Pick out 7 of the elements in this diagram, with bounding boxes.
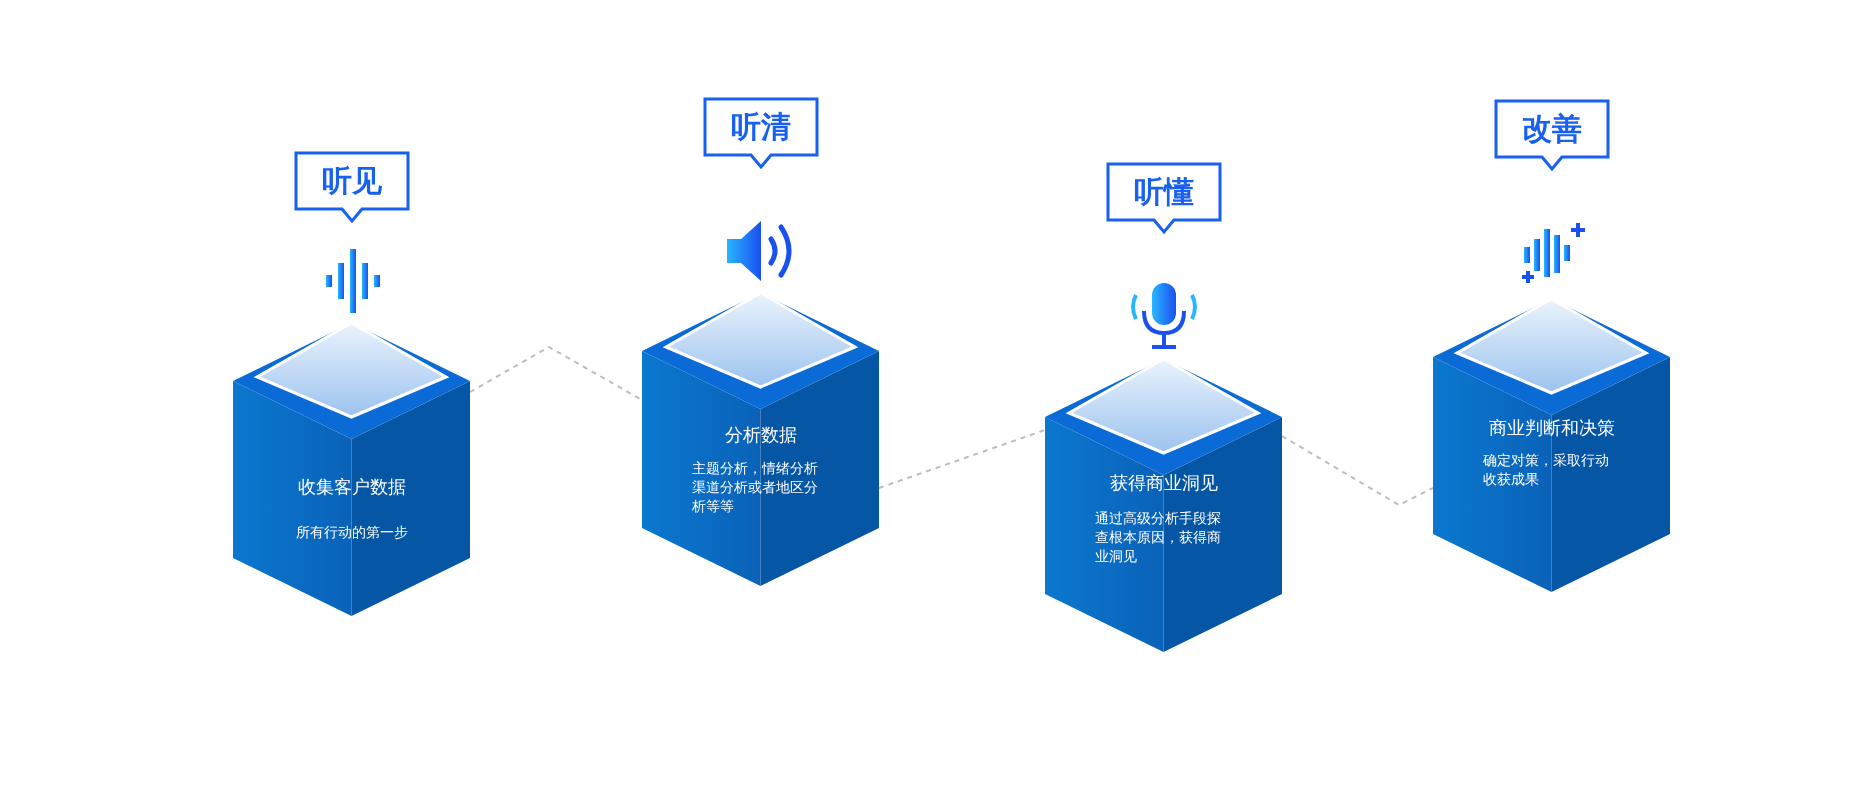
callout-tag: 听见	[292, 150, 411, 226]
connector-line	[878, 429, 1046, 489]
callout-tag: 听懂	[1104, 161, 1223, 237]
connector-line	[1281, 435, 1434, 507]
connector-line	[469, 345, 643, 401]
callout-tag: 听清	[701, 96, 820, 172]
callout-tag: 改善	[1492, 98, 1611, 174]
